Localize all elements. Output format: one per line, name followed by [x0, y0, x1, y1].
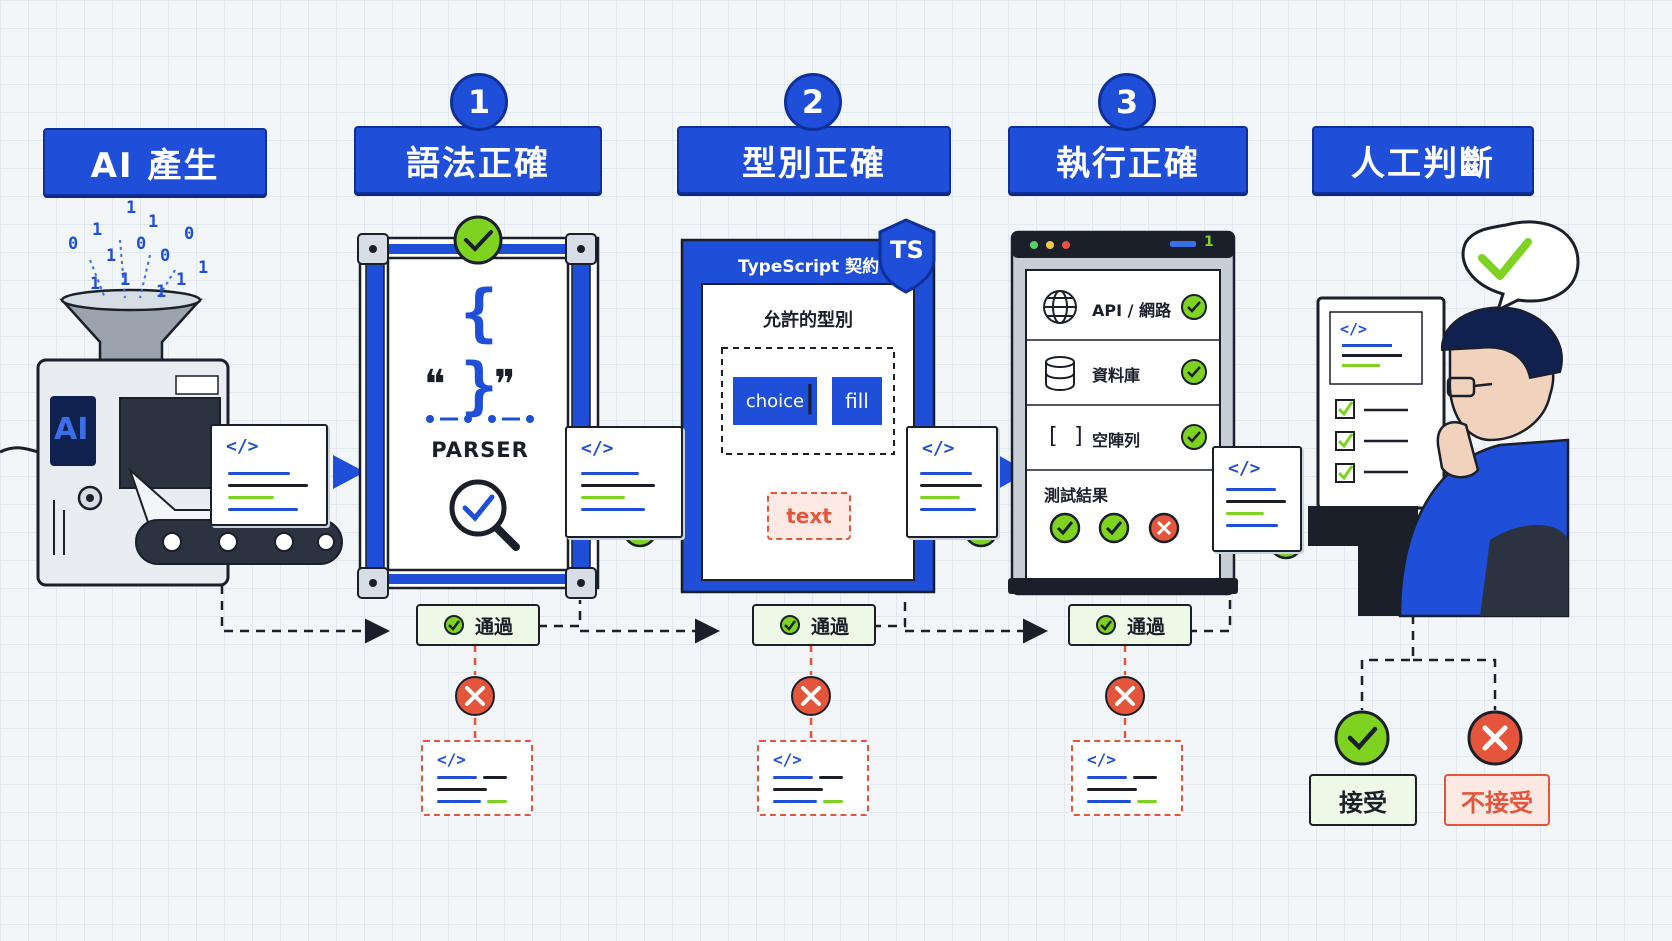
failed-code-type: </>	[757, 740, 869, 816]
pass-label: 通過	[1126, 615, 1165, 638]
rejected-type-text: text	[767, 492, 851, 540]
reject-label: 不接受	[1444, 774, 1550, 826]
monitor-code: </>	[1332, 316, 1420, 380]
binary-stream: 1 0 1 0 1 1 0 1 0 1 1 1 1	[68, 198, 209, 302]
check-circle-icon	[443, 615, 464, 635]
step-number-3: 3	[1098, 73, 1156, 131]
pass-label: 通過	[810, 615, 849, 638]
braces-icon: { }	[460, 276, 498, 422]
pass-badge-syntax: 通過	[416, 604, 540, 646]
check-circle-icon	[779, 615, 800, 635]
ts-badge: TS	[890, 236, 924, 264]
quote-open-icon: ❝	[424, 362, 446, 408]
quote-close-icon: ❞	[494, 362, 516, 408]
code-card-syntax: </>	[565, 426, 683, 538]
server-counter: 1	[1204, 234, 1214, 250]
type-choice: choice	[733, 377, 817, 425]
pass-badge-type: 通過	[752, 604, 876, 646]
brackets-icon: [ ]	[1046, 424, 1086, 449]
header-syntax: 語法正確	[354, 126, 602, 194]
code-card-ai: </>	[210, 424, 328, 526]
ai-machine-art	[0, 239, 343, 587]
test-results-label: 測試結果	[1044, 486, 1109, 505]
header-runtime: 執行正確	[1008, 126, 1248, 194]
ai-logo: AI	[54, 412, 89, 447]
allowed-types-label: 允許的型別	[763, 310, 853, 331]
code-card-runtime: </>	[1212, 446, 1302, 552]
human-review-art	[1308, 220, 1580, 618]
typescript-title: TypeScript 契約	[738, 257, 880, 277]
code-card-type: </>	[906, 426, 998, 538]
type-separator: |	[804, 380, 816, 415]
parser-label: PARSER	[431, 438, 529, 462]
code-tag: </>	[226, 436, 259, 457]
type-fill: fill	[832, 377, 882, 425]
pass-badge-runtime: 通過	[1068, 604, 1192, 646]
header-human: 人工判斷	[1312, 126, 1534, 194]
header-type: 型別正確	[677, 126, 951, 194]
header-ai-generate: AI 產生	[43, 128, 267, 196]
failed-code-runtime: </>	[1071, 740, 1183, 816]
runtime-row-api: API / 網路	[1092, 301, 1172, 320]
check-circle-icon	[1095, 615, 1116, 635]
step-number-1: 1	[450, 73, 508, 131]
accept-label: 接受	[1309, 774, 1417, 826]
failed-code-syntax: </>	[421, 740, 533, 816]
runtime-row-database: 資料庫	[1092, 366, 1141, 385]
step-number-2: 2	[784, 73, 842, 131]
runtime-row-empty-array: 空陣列	[1092, 431, 1141, 450]
pass-label: 通過	[474, 615, 513, 638]
